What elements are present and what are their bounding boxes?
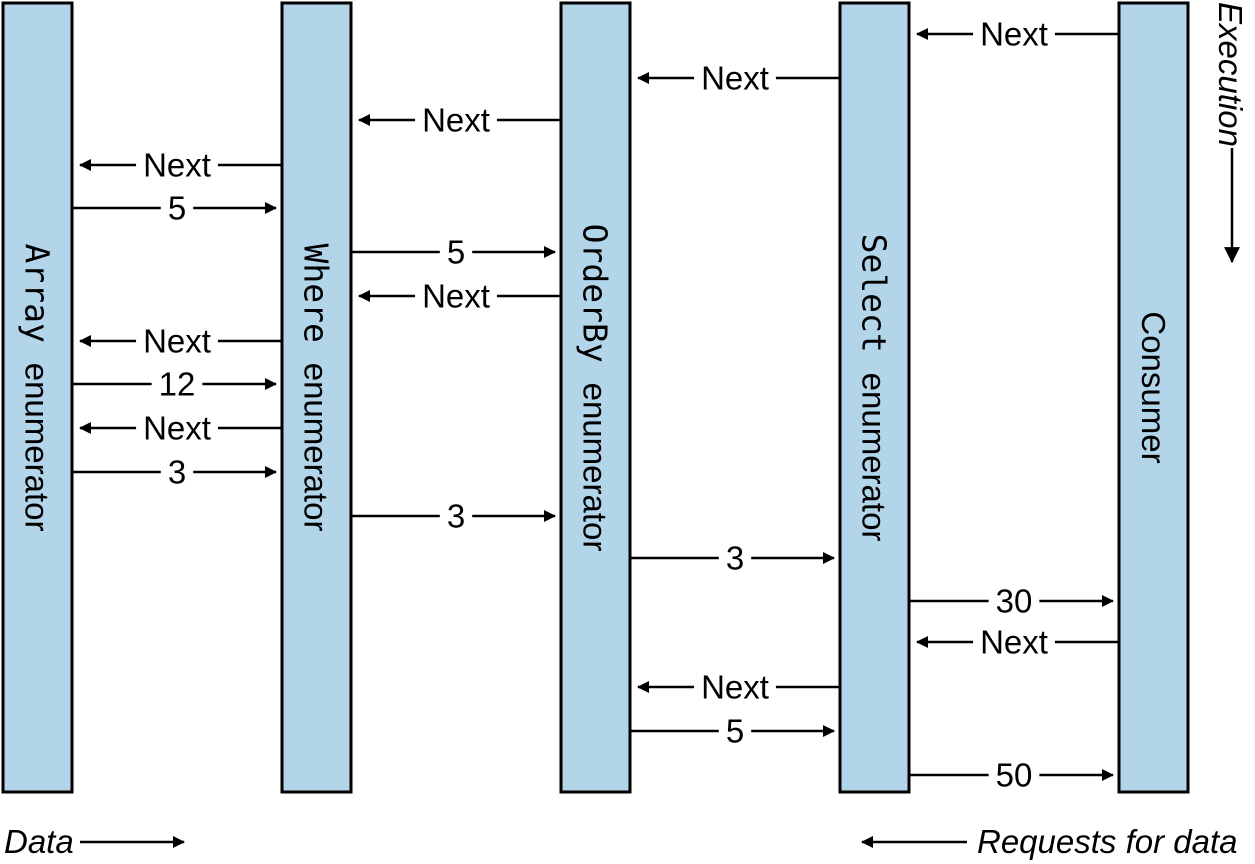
message-label: Next [422, 102, 490, 139]
message: 3 [351, 498, 556, 535]
message-label: Next [980, 624, 1048, 661]
legend-requests-label: Requests for data [977, 823, 1238, 860]
message-label: 50 [996, 757, 1033, 794]
message-label: 5 [447, 234, 465, 271]
message-label: 3 [726, 540, 744, 577]
message: Next [637, 669, 840, 706]
message: Next [637, 60, 840, 97]
lane-label-orderby: OrderBy enumerator [576, 224, 615, 552]
message-label: 5 [168, 190, 186, 227]
message: 12 [72, 366, 277, 403]
message: 5 [351, 234, 556, 271]
lane-where [280, 1, 353, 794]
message: Next [358, 102, 561, 139]
lane-label-consumer: Consumer [1135, 311, 1172, 463]
messages: NextNextNextNext55NextNext12Next33330Nex… [72, 16, 1119, 794]
legend: Data Requests for data Execution [4, 2, 1249, 860]
message: Next [916, 624, 1119, 661]
message: 50 [909, 757, 1114, 794]
lane-orderby [559, 1, 632, 794]
message-label: Next [143, 323, 211, 360]
message-label: Next [701, 669, 769, 706]
message: 3 [630, 540, 835, 577]
message: 5 [72, 190, 277, 227]
lane-label-select: Select enumerator [855, 234, 894, 542]
message-label: Next [143, 147, 211, 184]
message-label: Next [980, 16, 1048, 53]
message-label: Next [422, 278, 490, 315]
message-label: 3 [447, 498, 465, 535]
message: Next [79, 147, 282, 184]
legend-data-label: Data [4, 823, 74, 860]
lanes: Array enumerator Where enumerator OrderBy … [1, 1, 1190, 794]
message: 30 [909, 583, 1114, 620]
lane-select [838, 1, 911, 794]
message: Next [358, 278, 561, 315]
message: 5 [630, 713, 835, 750]
message-label: 5 [726, 713, 744, 750]
message-label: 3 [168, 454, 186, 491]
lane-array [1, 1, 74, 794]
message: Next [916, 16, 1119, 53]
message: Next [79, 410, 282, 447]
lane-label-array: Array enumerator [18, 244, 57, 532]
message-label: Next [701, 60, 769, 97]
lane-label-where: Where enumerator [297, 244, 336, 532]
lane-consumer [1117, 1, 1190, 794]
message: 3 [72, 454, 277, 491]
message: Next [79, 323, 282, 360]
legend-execution-label: Execution [1212, 2, 1249, 147]
message-label: 12 [159, 366, 196, 403]
message-label: Next [143, 410, 211, 447]
message-label: 30 [996, 583, 1033, 620]
